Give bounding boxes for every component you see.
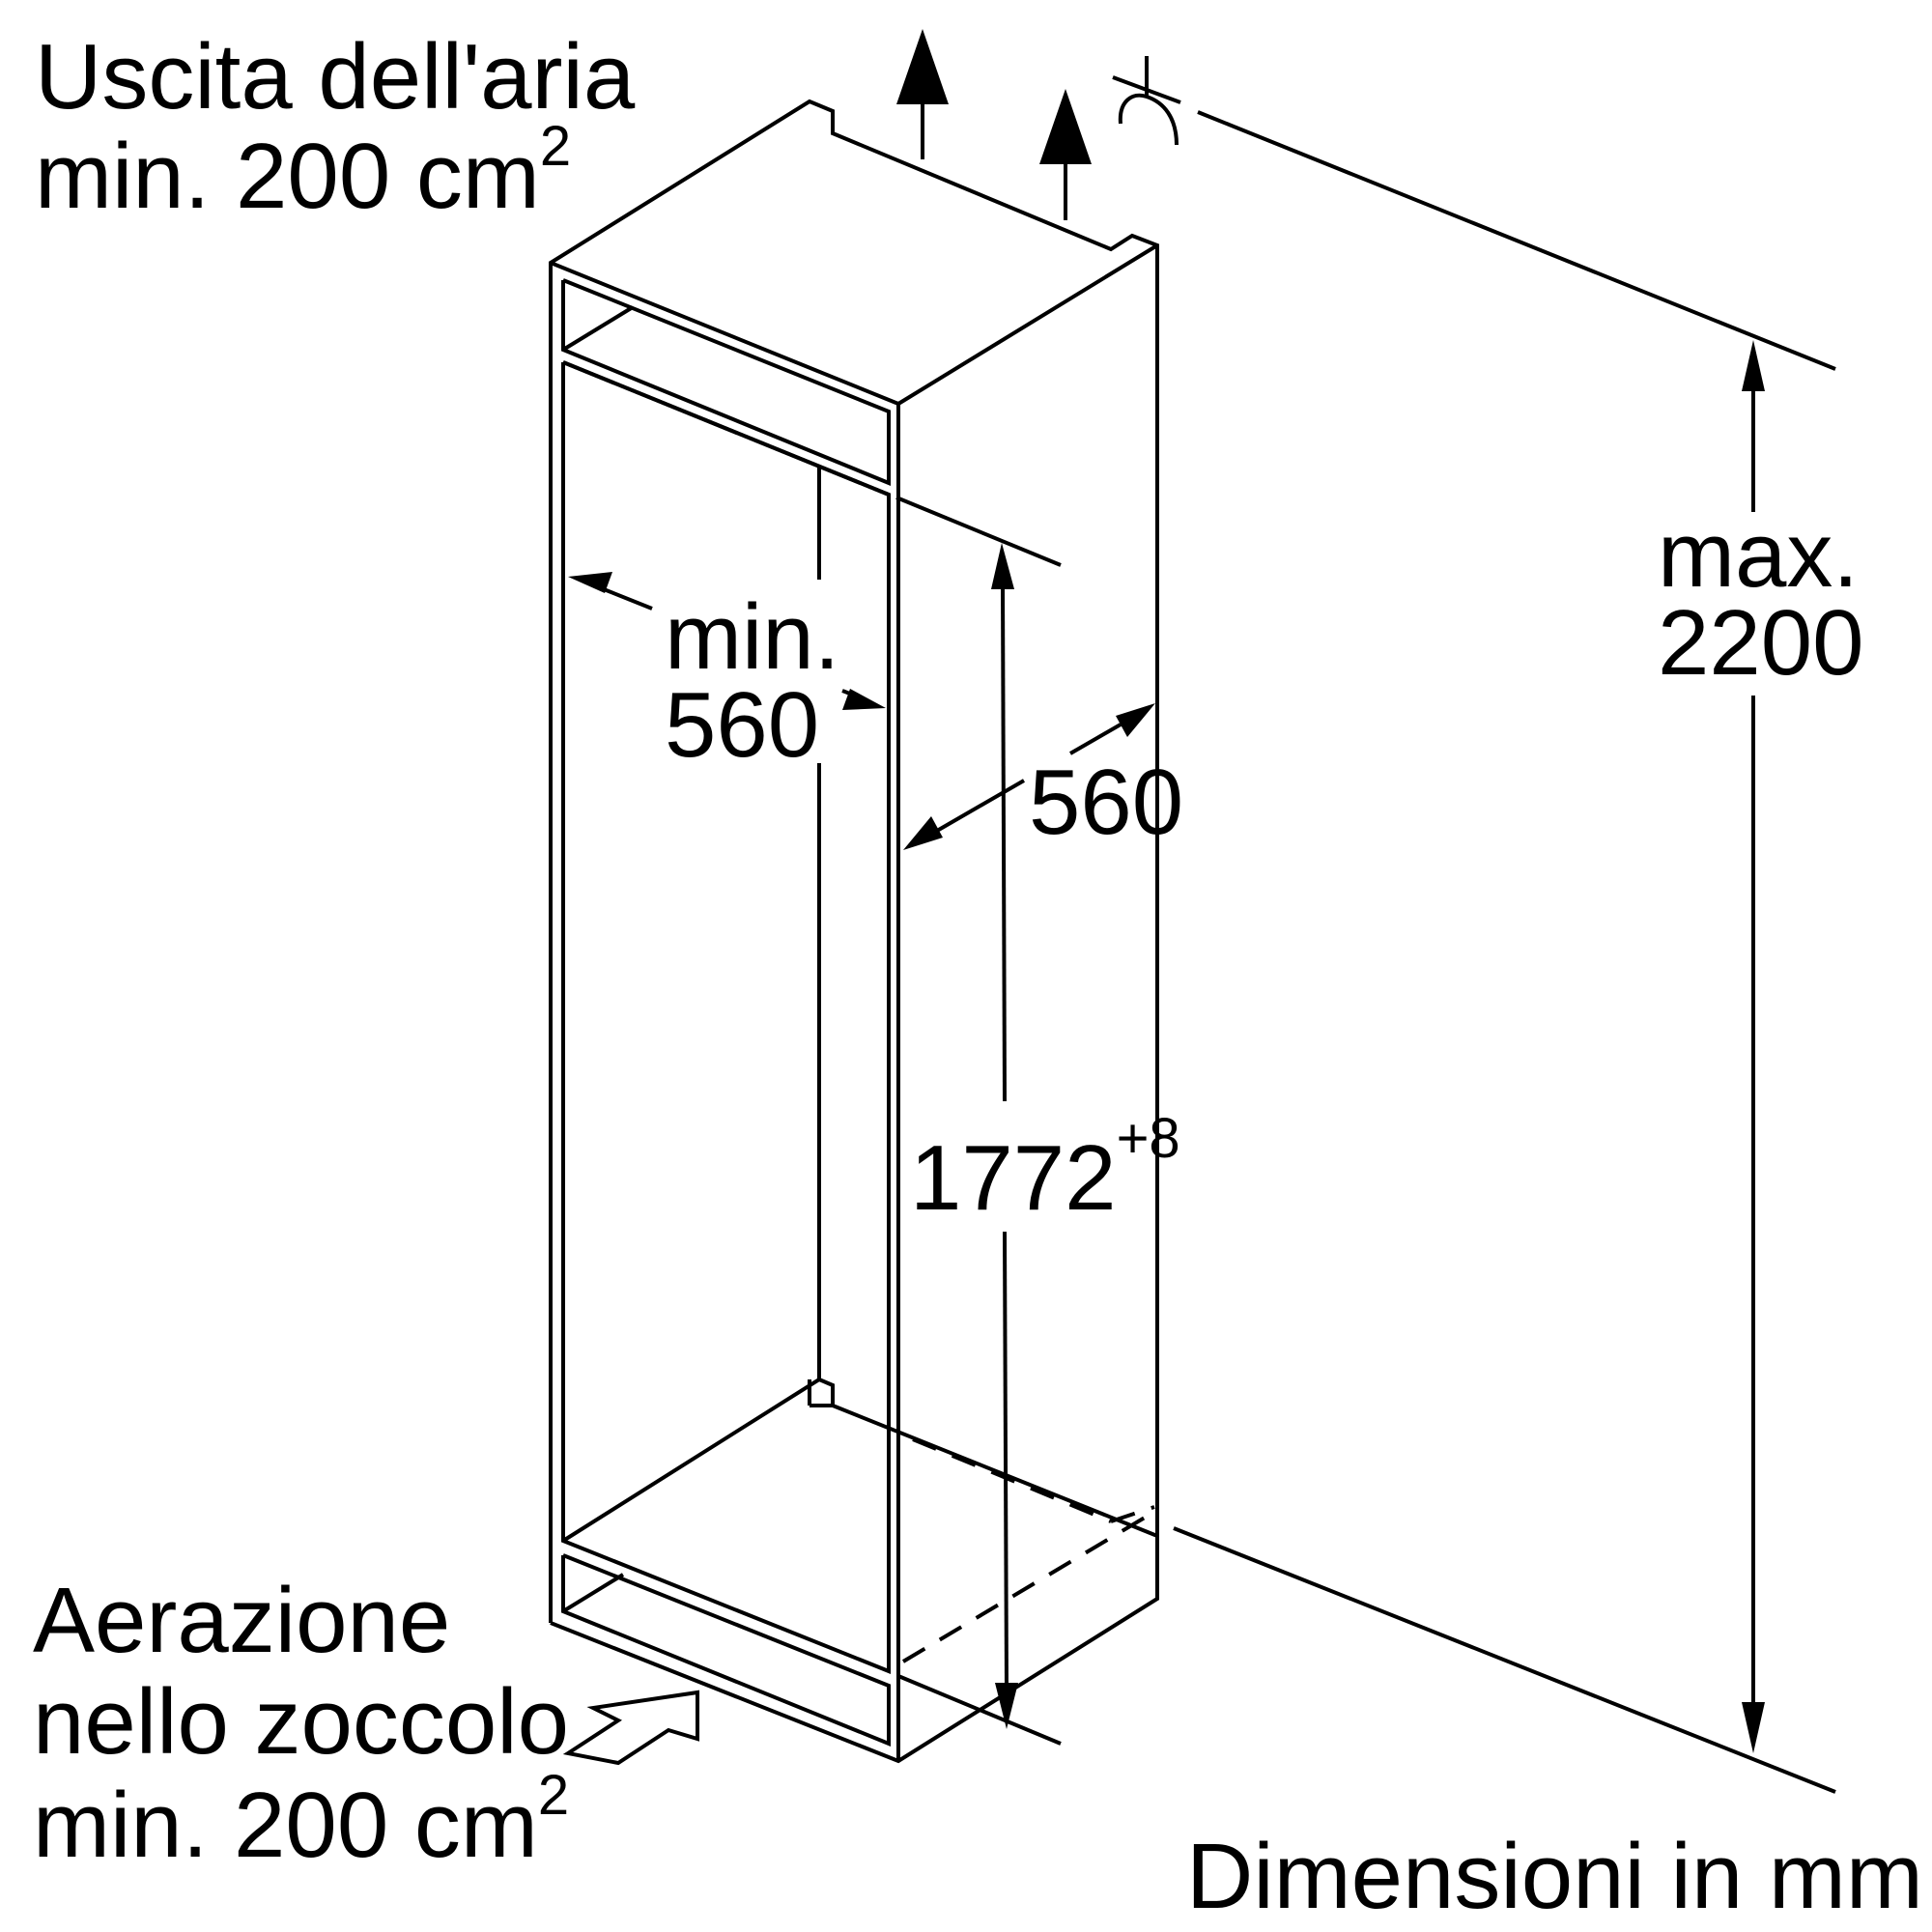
units-note: Dimensioni in mm xyxy=(1186,1825,1923,1928)
air-outlet-label: Uscita dell'aria xyxy=(35,25,636,128)
plinth-vent-label: Aerazione xyxy=(33,1569,450,1672)
cabinet-outline xyxy=(549,99,1159,1764)
depth-value: 560 xyxy=(1029,751,1183,854)
depth-dimension xyxy=(903,703,1155,850)
power-plug-icon xyxy=(1112,56,1181,146)
niche-height-dimension xyxy=(991,543,1018,1729)
extension-line xyxy=(895,496,1062,567)
inner-width-dimension xyxy=(568,572,886,710)
up-arrow-icon xyxy=(896,29,949,159)
extension-line xyxy=(897,1674,1062,1746)
air-outlet-area: min. 200 cm2 xyxy=(35,115,571,228)
plinth-vent-label: nello zoccolo xyxy=(33,1670,569,1774)
inner-width-label: min. xyxy=(665,585,839,689)
niche-height-value: 1772+8 xyxy=(910,1107,1180,1230)
max-height-value: 2200 xyxy=(1658,591,1864,695)
outlined-arrow-icon xyxy=(562,1690,699,1766)
extension-line xyxy=(1173,1526,1836,1794)
up-arrow-icon xyxy=(1039,89,1092,220)
max-height-label: max. xyxy=(1658,503,1859,607)
plinth-vent-area: min. 200 cm2 xyxy=(33,1764,569,1877)
niche-cabinet xyxy=(549,99,1159,1764)
inner-width-value: 560 xyxy=(665,673,819,777)
max-height-dimension xyxy=(1742,340,1765,1753)
extension-line xyxy=(1197,110,1836,371)
